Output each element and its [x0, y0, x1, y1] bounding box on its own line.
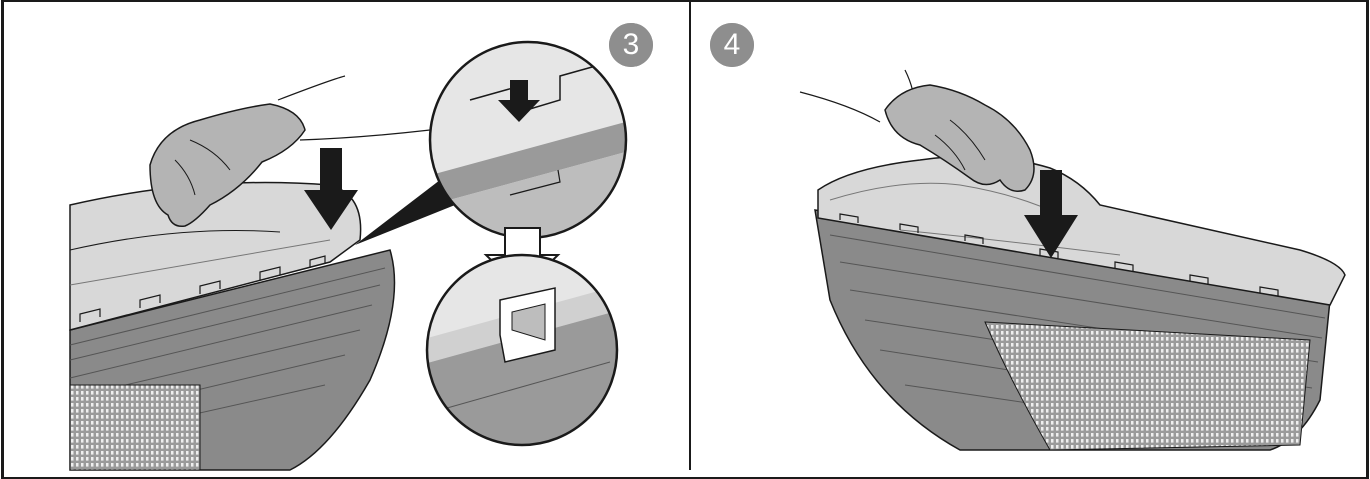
- push-down-arrow-icon: [304, 148, 358, 230]
- air-grille: [69, 384, 201, 471]
- air-grille: [984, 321, 1311, 451]
- gloved-hand-icon: [884, 84, 1035, 192]
- detail-magnifier-top: [428, 40, 628, 240]
- mower-body: [69, 249, 396, 471]
- step-3-number: 3: [609, 23, 653, 67]
- mower-lid: [69, 181, 362, 331]
- mower-body: [814, 209, 1331, 451]
- step-4-panel: [799, 69, 1346, 451]
- gloved-hand-icon: [149, 103, 306, 228]
- push-down-arrow-icon: [498, 80, 540, 122]
- push-down-arrow-icon: [1024, 170, 1078, 258]
- step-3-panel: [69, 40, 628, 471]
- step-4-number: 4: [710, 23, 754, 67]
- detail-magnifier-bottom: [425, 253, 619, 447]
- magnifier-callout-icon: [355, 180, 455, 245]
